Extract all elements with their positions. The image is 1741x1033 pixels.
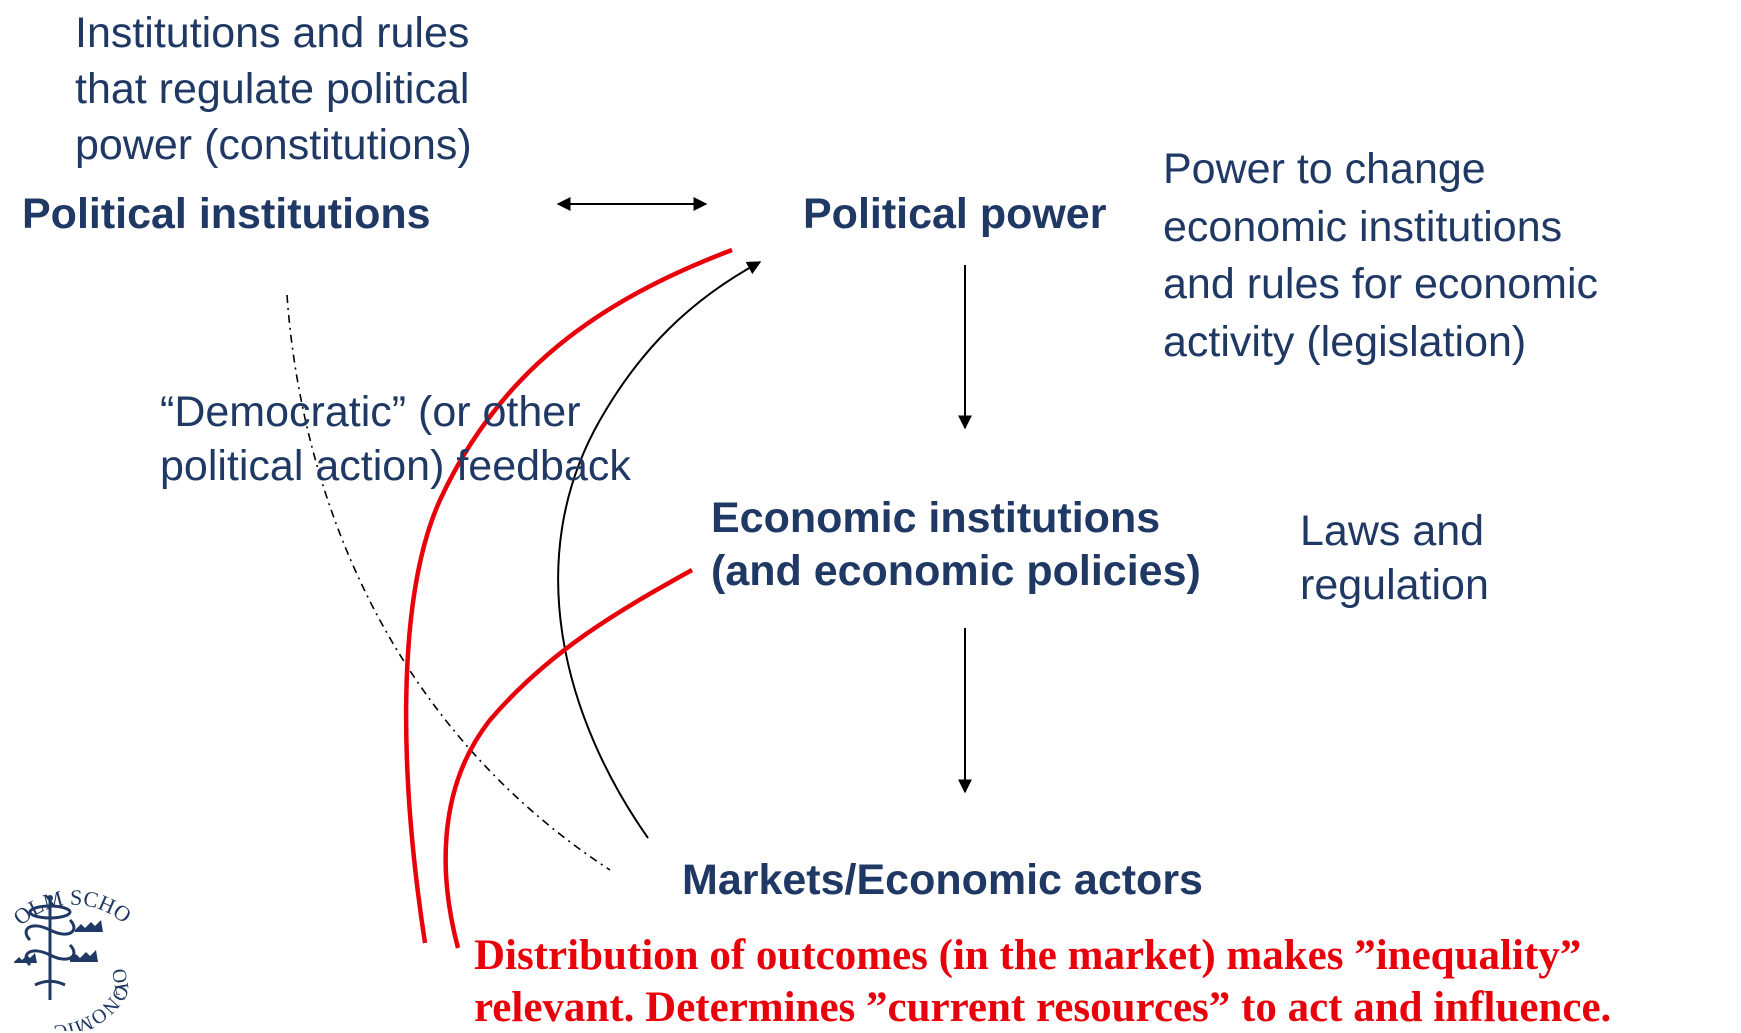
economic-institutions-label: Economic institutions (and economic poli… [711,494,1201,596]
feedback-arrow [557,261,762,839]
political-institutions-label: Political institutions [22,190,431,238]
legislation-note: Power to change economic institutions an… [1163,145,1598,366]
markets-label: Markets/Economic actors [682,856,1203,904]
school-logo: OLM SCHO ONOMICS OL· [0,870,130,1031]
distribution-note: Distribution of outcomes (in the market)… [474,932,1612,1031]
svg-text:OLM SCHO: OLM SCHO [8,885,130,930]
red-curve-inner [443,568,694,949]
feedback-note: “Democratic” (or other political action)… [160,388,631,491]
red-curve-outer [403,247,733,944]
svg-text:OL·: OL· [107,967,130,1004]
dashdot-arc [286,294,611,871]
school-seal-icon: OLM SCHO ONOMICS OL· [0,870,130,1031]
constitutions-note: Institutions and rules that regulate pol… [75,9,472,169]
laws-note: Laws and regulation [1300,507,1489,609]
political-power-label: Political power [803,190,1107,238]
